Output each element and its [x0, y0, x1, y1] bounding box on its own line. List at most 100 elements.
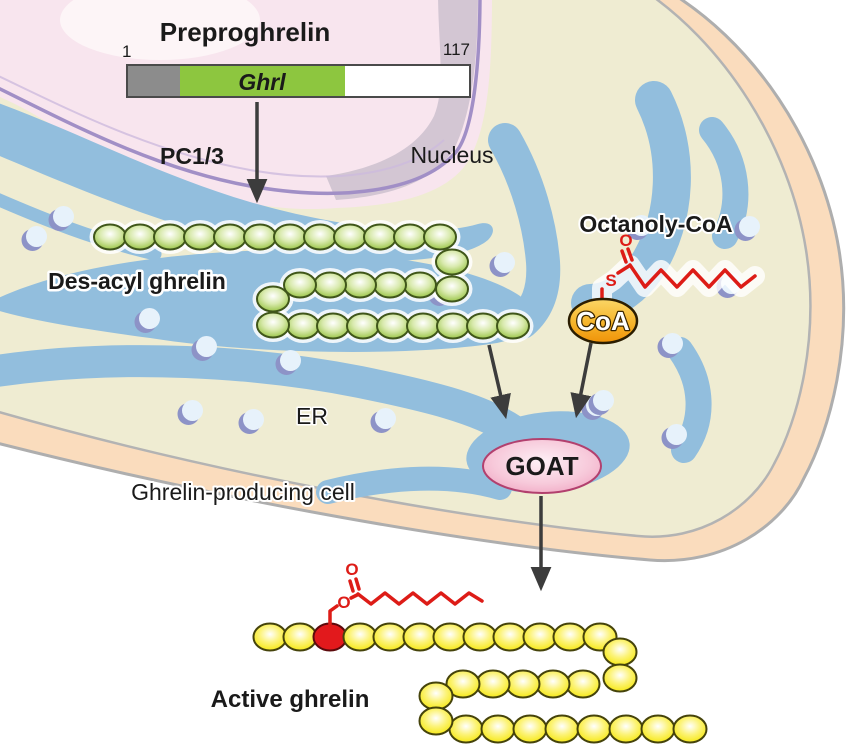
preproghrelin-bar: Preproghrelin 1 117 Ghrl [122, 17, 471, 98]
des-acyl-ghrelin-bead [423, 223, 457, 251]
active-double-bond [348, 577, 361, 593]
octanoyl-coa-label: Octanoly-CoA [579, 211, 732, 237]
active-ghrelin-bead [512, 714, 548, 744]
vesicle-body [243, 409, 264, 430]
vesicle [48, 206, 74, 231]
arrows [246, 102, 593, 592]
vesicle [626, 215, 652, 240]
vesicle-body [662, 333, 683, 354]
coa-label: CoA [576, 306, 630, 336]
des-acyl-ghrelin-bead [256, 285, 290, 313]
bar-cterm-segment [345, 65, 470, 97]
vesicle [370, 408, 396, 433]
des-acyl-ghrelin-bead [256, 311, 290, 339]
octanoyl-double-bond [620, 247, 634, 264]
octanoyl-s-c-bond [616, 264, 631, 275]
vesicle [177, 400, 203, 425]
gene-label: Ghrl [238, 69, 286, 95]
des-acyl-ghrelin-bead [406, 312, 440, 340]
vesicle-body [494, 252, 515, 273]
active-ghrelin-bead [565, 669, 601, 699]
active-ghrelin-bead [505, 669, 541, 699]
active-ghrelin-bead [342, 622, 378, 652]
er-ribbon-lower-tongue [316, 466, 512, 504]
er-ribbon-nucleus-right [488, 123, 561, 339]
vesicle [661, 424, 687, 449]
vesicle [657, 333, 683, 358]
vesicle [275, 350, 301, 375]
des-acyl-ghrelin-bead [333, 223, 367, 251]
vesicle-body [196, 336, 217, 357]
nucleolus [60, 0, 260, 60]
arrow-desacyl-to-goat [487, 344, 511, 420]
goat-label: GOAT [505, 451, 578, 481]
active-ghrelin-bead [462, 622, 498, 652]
active-ghrelin-bead [432, 622, 468, 652]
vesicle [588, 390, 614, 415]
vesicle-body [280, 350, 301, 371]
vesicle-body [375, 408, 396, 429]
vesicle [134, 308, 160, 333]
ester-oxygen: O [337, 593, 350, 612]
des-acyl-ghrelin-bead [93, 223, 127, 251]
preproghrelin-title: Preproghrelin [160, 17, 330, 47]
des-acyl-ghrelin-bead [373, 271, 407, 299]
des-acyl-ghrelin-bead [393, 223, 427, 251]
active-ghrelin-bead [602, 663, 638, 693]
er-ribbon-right-comma [699, 117, 749, 249]
active-ghrelin-bead [418, 706, 454, 736]
des-acyl-ghrelin-bead [213, 223, 247, 251]
vesicle-body [631, 215, 652, 236]
nucleus-shadow-band [326, 0, 478, 200]
des-acyl-ghrelin-bead [363, 223, 397, 251]
des-acyl-ghrelin-bead [435, 248, 469, 276]
carbonyl-oxygen-coa: O [619, 231, 632, 250]
residue-number-end: 117 [443, 40, 470, 59]
active-ghrelin-bead [602, 637, 638, 667]
active-ghrelin-bead [402, 622, 438, 652]
des-acyl-ghrelin-bead [436, 312, 470, 340]
des-acyl-ghrelin-bead [273, 223, 307, 251]
carbonyl-oxygen-active: O [345, 560, 358, 579]
active-ghrelin-bead [445, 669, 481, 699]
ester-stem [328, 604, 339, 628]
octanoyl-coa-molecule: S O CoA [567, 231, 765, 345]
vesicle [191, 336, 217, 361]
des-acyl-ghrelin-bead [466, 312, 500, 340]
des-acyl-ghrelin-bead [376, 312, 410, 340]
des-acyl-ghrelin-bead [313, 271, 347, 299]
active-ghrelin-chain [252, 622, 708, 744]
er-label: ER [296, 403, 328, 429]
nuclear-envelope-inner [0, 75, 445, 178]
vesicle [238, 409, 264, 434]
active-ghrelin-bead [552, 622, 588, 652]
active-ghrelin-bead [492, 622, 528, 652]
des-acyl-ghrelin-bead [303, 223, 337, 251]
vesicles [21, 206, 760, 449]
des-acyl-ghrelin-bead [346, 312, 380, 340]
active-ghrelin-bead [544, 714, 580, 744]
vesicle [21, 226, 47, 251]
active-ghrelin-bead [475, 669, 511, 699]
active-ghrelin-bead [372, 622, 408, 652]
sulfur-atom: S [605, 271, 616, 290]
active-ghrelin-bead [535, 669, 571, 699]
vesicle [734, 216, 760, 241]
vesicle-body [666, 424, 687, 445]
des-acyl-ghrelin-bead [316, 312, 350, 340]
des-acyl-ghrelin-label: Des-acyl ghrelin [48, 268, 226, 294]
des-acyl-ghrelin-bead [435, 275, 469, 303]
arrow-coa-to-goat [570, 342, 593, 419]
active-ghrelin-label: Active ghrelin [211, 686, 370, 713]
vesicle-body [739, 216, 760, 237]
active-ghrelin-bead [672, 714, 708, 744]
des-acyl-ghrelin-bead [123, 223, 157, 251]
des-acyl-ghrelin-chain [89, 220, 534, 343]
residue-number-start: 1 [122, 42, 131, 61]
vesicle [489, 252, 515, 277]
goat-enzyme: GOAT [482, 438, 602, 494]
active-ghrelin-bead [608, 714, 644, 744]
des-acyl-ghrelin-bead [286, 312, 320, 340]
des-acyl-ghrelin-bead [403, 271, 437, 299]
